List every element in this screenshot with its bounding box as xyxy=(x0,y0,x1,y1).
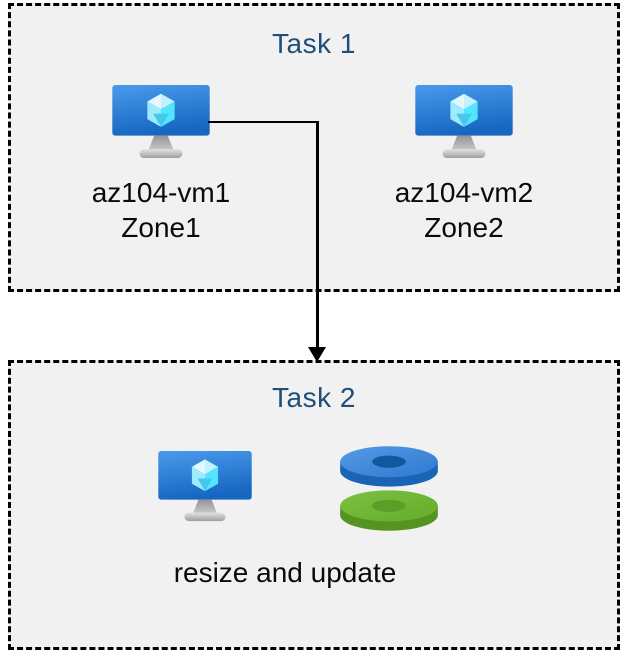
vm2-group: az104-vm2 Zone2 xyxy=(364,85,564,245)
task1-box: Task 1 xyxy=(8,3,620,292)
virtual-machine-icon xyxy=(415,85,513,159)
arrowhead-icon xyxy=(308,347,326,362)
task1-title: Task 1 xyxy=(272,28,356,59)
vm1-group: az104-vm1 Zone1 xyxy=(61,85,261,245)
virtual-machine-icon xyxy=(112,85,210,159)
vm1-label: az104-vm1 Zone1 xyxy=(61,175,261,245)
vm1-name: az104-vm1 xyxy=(91,177,231,208)
vm1-zone: Zone1 xyxy=(121,212,201,243)
connector-arrow-vertical xyxy=(316,120,319,348)
vm2-name: az104-vm2 xyxy=(394,177,534,208)
resize-caption: resize and update xyxy=(173,557,397,588)
task2-box: Task 2 xyxy=(8,360,620,650)
stacked-disks-icon xyxy=(340,446,438,531)
vm2-zone: Zone2 xyxy=(424,212,504,243)
virtual-machine-icon xyxy=(158,451,252,522)
connector-arrow-horizontal xyxy=(208,120,318,123)
task2-title: Task 2 xyxy=(272,382,356,413)
vm2-label: az104-vm2 Zone2 xyxy=(364,175,564,245)
